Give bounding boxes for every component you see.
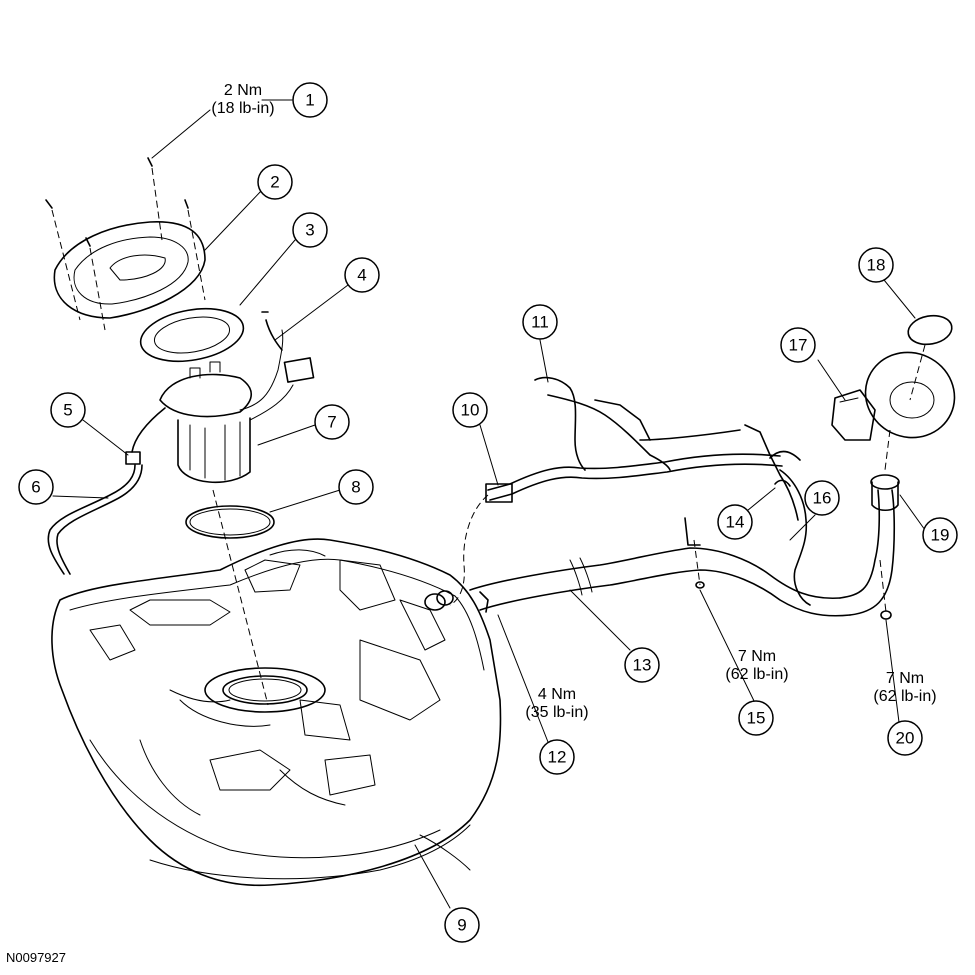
svg-text:6: 6 xyxy=(31,478,40,497)
fuel-filler-pocket xyxy=(831,351,956,441)
callout-19: 19 xyxy=(922,517,958,553)
callout-18: 18 xyxy=(858,247,894,283)
fuel-supply-tube xyxy=(47,407,166,575)
svg-text:14: 14 xyxy=(726,513,745,532)
fuel-pump-o-ring xyxy=(185,505,275,539)
callout-16: 16 xyxy=(804,480,840,516)
svg-text:4: 4 xyxy=(357,266,366,285)
svg-text:19: 19 xyxy=(931,526,950,545)
callout-6: 6 xyxy=(18,469,54,505)
svg-text:17: 17 xyxy=(789,336,808,355)
callout-9: 9 xyxy=(444,907,480,943)
svg-text:7: 7 xyxy=(327,413,336,432)
callout-10: 10 xyxy=(452,392,488,428)
callout-11: 11 xyxy=(522,304,558,340)
callout-17: 17 xyxy=(780,327,816,363)
fuel-vapor-lines xyxy=(424,376,896,620)
svg-text:15: 15 xyxy=(747,709,766,728)
callout-7: 7 xyxy=(314,404,350,440)
callout-20: 20 xyxy=(887,720,923,756)
callout-8: 8 xyxy=(338,469,374,505)
callout-2: 2 xyxy=(257,164,293,200)
svg-text:9: 9 xyxy=(457,916,466,935)
figure-id: N0097927 xyxy=(6,950,66,965)
svg-text:3: 3 xyxy=(305,221,314,240)
torque-spec-20: 7 Nm (62 lb-in) xyxy=(850,670,960,706)
callout-14: 14 xyxy=(717,504,753,540)
torque-spec-1: 2 Nm (18 lb-in) xyxy=(188,82,298,118)
svg-text:8: 8 xyxy=(351,478,360,497)
torque-imperial: (62 lb-in) xyxy=(873,688,937,705)
torque-metric: 4 Nm xyxy=(537,686,577,703)
torque-metric: 7 Nm xyxy=(885,670,925,687)
callout-3: 3 xyxy=(292,212,328,248)
torque-metric: 2 Nm xyxy=(223,82,263,99)
svg-text:10: 10 xyxy=(461,401,480,420)
fuel-filler-cap xyxy=(907,314,953,401)
callout-leaders xyxy=(52,99,926,909)
fuel-pump-module xyxy=(159,311,315,706)
cover-screws xyxy=(45,157,206,331)
torque-metric: 7 Nm xyxy=(737,648,777,665)
fuel-pump-cover-plate xyxy=(53,221,206,319)
svg-text:12: 12 xyxy=(548,748,567,767)
svg-text:2: 2 xyxy=(270,173,279,192)
svg-text:16: 16 xyxy=(813,489,832,508)
fuel-filler-neck xyxy=(870,429,900,512)
svg-text:18: 18 xyxy=(867,256,886,275)
callout-5: 5 xyxy=(50,392,86,428)
torque-imperial: (62 lb-in) xyxy=(725,666,789,683)
callout-1: 1 xyxy=(292,82,328,118)
fuel-tank xyxy=(51,538,502,887)
fuel-pump-seal-ring xyxy=(139,307,245,363)
torque-spec-15: 7 Nm (62 lb-in) xyxy=(702,648,812,684)
callout-12: 12 xyxy=(539,739,575,775)
callout-4: 4 xyxy=(344,257,380,293)
svg-text:5: 5 xyxy=(63,401,72,420)
callout-15: 15 xyxy=(738,700,774,736)
torque-spec-12: 4 Nm (35 lb-in) xyxy=(502,686,612,722)
callout-13: 13 xyxy=(624,647,660,683)
torque-imperial: (18 lb-in) xyxy=(211,100,275,117)
svg-text:11: 11 xyxy=(531,313,549,332)
svg-text:1: 1 xyxy=(305,91,314,110)
svg-text:13: 13 xyxy=(633,656,652,675)
torque-imperial: (35 lb-in) xyxy=(525,704,589,721)
svg-text:20: 20 xyxy=(896,729,915,748)
